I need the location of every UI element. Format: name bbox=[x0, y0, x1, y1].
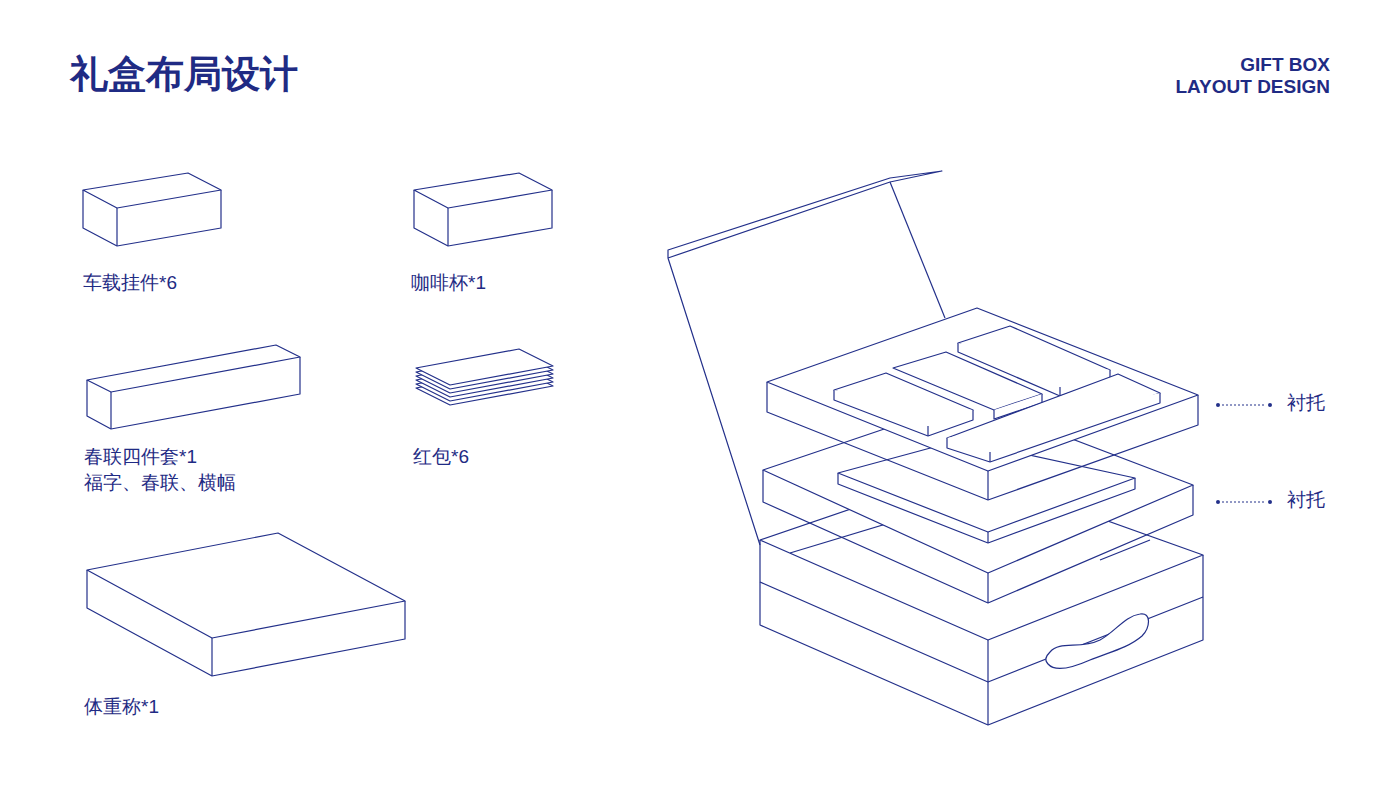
page-title: 礼盒布局设计 bbox=[70, 52, 298, 98]
upper-tray bbox=[767, 308, 1198, 500]
red-envelope-stack bbox=[416, 349, 553, 405]
english-heading: LAYOUT DESIGN bbox=[1176, 76, 1331, 99]
item-label: 体重称*1 bbox=[84, 696, 159, 719]
item-label: 车载挂件*6 bbox=[83, 272, 177, 295]
english-heading: GIFT BOX bbox=[1240, 54, 1330, 77]
callout-label: 衬托 bbox=[1287, 392, 1325, 415]
cup-box bbox=[414, 173, 552, 246]
item-label: 红包*6 bbox=[413, 446, 469, 469]
item-label: 春联四件套*1 bbox=[84, 446, 197, 469]
item-note: 福字、春联、横幅 bbox=[84, 472, 236, 495]
scale-box bbox=[87, 533, 405, 676]
callout-label: 衬托 bbox=[1287, 489, 1325, 512]
envelope-sheet bbox=[416, 349, 553, 385]
item-label: 咖啡杯*1 bbox=[411, 272, 486, 295]
pendant-box bbox=[83, 173, 221, 246]
callout-leader bbox=[1216, 403, 1272, 504]
couplet-box bbox=[87, 345, 300, 429]
